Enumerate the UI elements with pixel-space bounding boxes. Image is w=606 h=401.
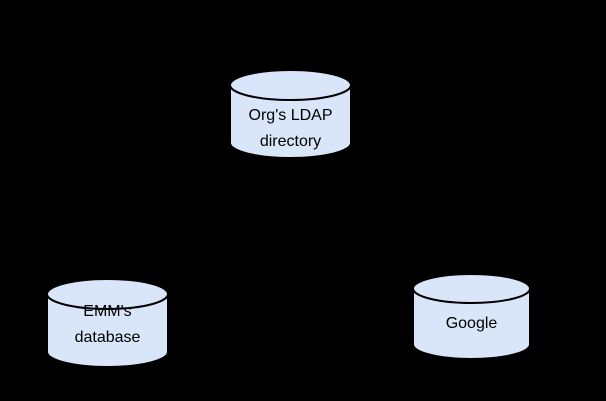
db-node-ldap-directory: Org's LDAP directory xyxy=(228,68,353,160)
cylinder-body xyxy=(412,287,531,360)
db-node-emm-database: EMM's database xyxy=(45,277,170,369)
cylinder-body xyxy=(229,84,352,159)
cylinder-body xyxy=(46,293,169,368)
db-node-google: Google xyxy=(411,272,532,361)
database-cylinder-icon xyxy=(229,69,352,159)
database-cylinder-icon xyxy=(46,278,169,368)
cylinder-top xyxy=(46,278,169,310)
cylinder-top xyxy=(229,69,352,101)
database-cylinder-icon xyxy=(412,273,531,360)
cylinder-top xyxy=(412,273,531,304)
